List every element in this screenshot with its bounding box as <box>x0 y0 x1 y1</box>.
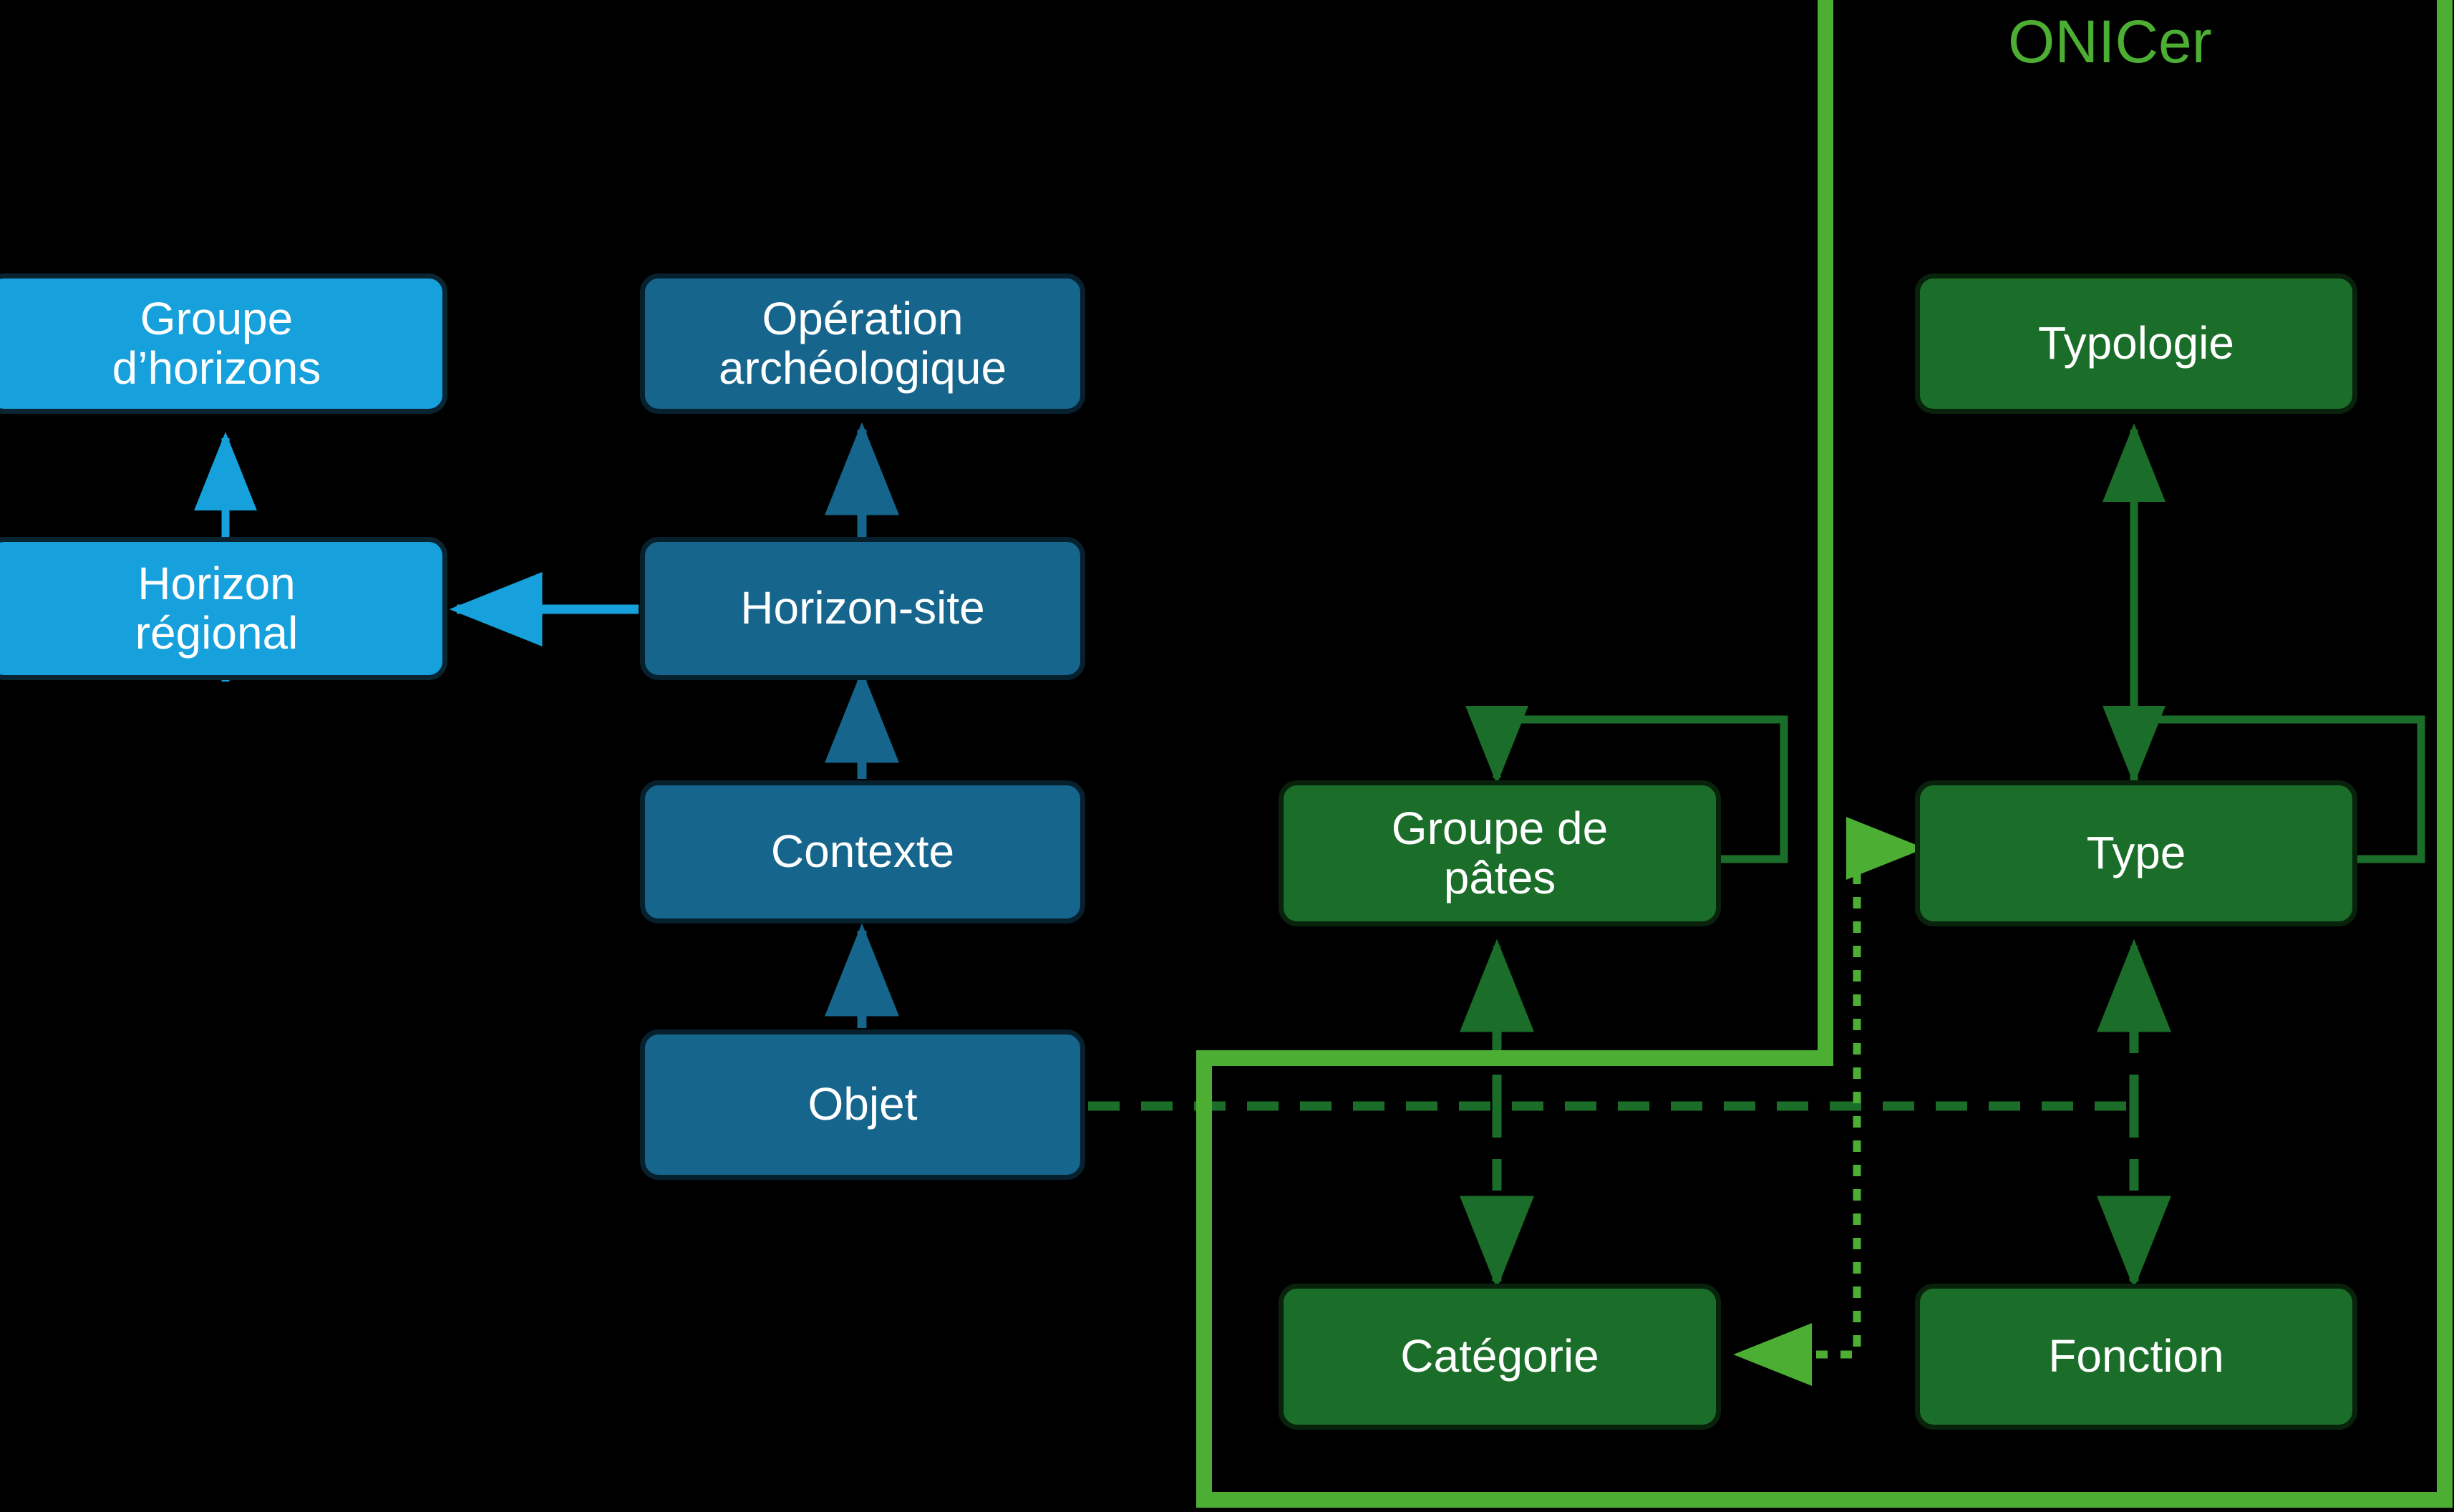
node-label-line: Groupe <box>140 292 294 344</box>
node-label-line: Opération <box>762 292 964 344</box>
node-groupe-de-pates[interactable]: Groupe de pâtes <box>1279 780 1721 926</box>
node-type[interactable]: Type <box>1915 780 2357 926</box>
node-contexte-label: Contexte <box>770 825 955 878</box>
node-groupe-horizons[interactable]: Groupe d’horizons <box>0 273 447 414</box>
node-type-label: Type <box>2086 827 2186 879</box>
node-label-line: pâtes <box>1443 852 1556 903</box>
node-typologie-label: Typologie <box>2038 317 2234 369</box>
onicer-group-outline <box>1196 0 2453 1508</box>
node-operation-label: Opération archéologique <box>719 294 1007 393</box>
node-fonction-label: Fonction <box>2048 1330 2224 1382</box>
node-typologie[interactable]: Typologie <box>1915 273 2357 414</box>
node-objet[interactable]: Objet <box>640 1029 1085 1180</box>
node-horizon-site-label: Horizon-site <box>740 582 985 634</box>
node-label-line: Groupe de <box>1391 802 1609 854</box>
node-horizon-regional[interactable]: Horizon régional <box>0 537 447 680</box>
node-label-line: archéologique <box>718 342 1007 394</box>
node-groupe-pates-label: Groupe de pâtes <box>1391 802 1609 903</box>
node-groupe-horizons-label: Groupe d’horizons <box>112 294 321 393</box>
node-categorie-label: Catégorie <box>1400 1330 1599 1382</box>
node-objet-label: Objet <box>808 1078 918 1130</box>
node-horizon-site[interactable]: Horizon-site <box>640 537 1085 680</box>
onicer-title: ONICer <box>2008 8 2212 75</box>
node-label-line: d’horizons <box>112 342 321 394</box>
edge-type-to-categorie-dotted <box>1733 817 1925 1386</box>
node-label-line: régional <box>135 607 299 659</box>
node-contexte[interactable]: Contexte <box>640 780 1085 924</box>
node-horizon-regional-label: Horizon régional <box>135 557 299 659</box>
node-fonction[interactable]: Fonction <box>1915 1284 2357 1430</box>
node-operation-archeologique[interactable]: Opération archéologique <box>640 273 1085 414</box>
node-label-line: Horizon <box>137 557 296 609</box>
node-categorie[interactable]: Catégorie <box>1279 1284 1721 1430</box>
